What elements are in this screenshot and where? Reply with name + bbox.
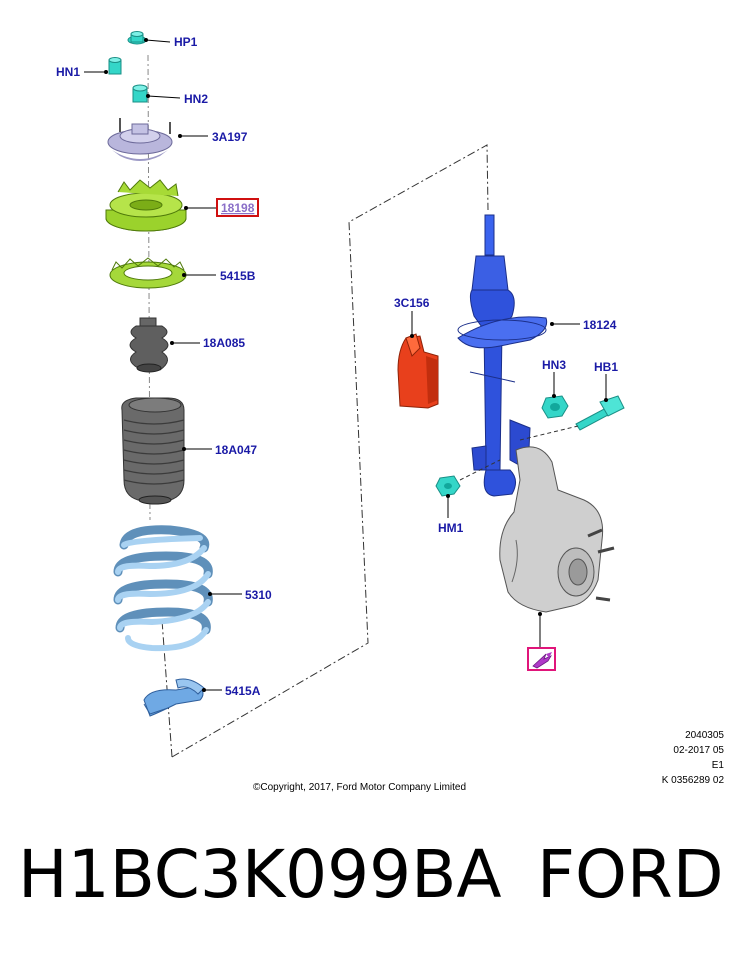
bolt-hb1[interactable] <box>519 395 625 441</box>
nut-hn3[interactable] <box>541 395 569 419</box>
top-cap-hp1[interactable] <box>127 31 147 45</box>
coil-spring-5310[interactable] <box>113 525 213 652</box>
callout-5310[interactable]: 5310 <box>245 588 272 602</box>
reference-date: 02-2017 05 <box>673 745 724 756</box>
highlight-arrow-box[interactable] <box>527 647 556 671</box>
nut-hm1[interactable] <box>435 459 501 497</box>
callout-hn2[interactable]: HN2 <box>184 92 208 106</box>
bracket-3c156[interactable] <box>397 333 439 409</box>
callout-hb1[interactable]: HB1 <box>594 360 618 374</box>
callout-18198-selected[interactable]: 18198 <box>221 201 255 215</box>
callout-hn3[interactable]: HN3 <box>542 358 566 372</box>
footer-caption: H1BC3K099BA FORD <box>0 836 734 926</box>
dust-boot-18a047[interactable] <box>121 397 185 505</box>
reference-edition: E1 <box>711 760 724 771</box>
selected-callout-box <box>216 198 259 217</box>
nut-hn2[interactable] <box>132 84 148 103</box>
part-number: H1BC3K099BA <box>18 836 502 913</box>
callout-hp1[interactable]: HP1 <box>174 35 198 49</box>
leader-lines <box>84 38 608 692</box>
spring-seat-5415b[interactable] <box>109 257 187 289</box>
callout-hn1[interactable]: HN1 <box>56 65 80 79</box>
exploded-parts-diagram: HP1 HN1 HN2 3A197 18198 5415B 18A085 18A… <box>56 31 625 758</box>
assembly-boundary-left <box>161 619 173 758</box>
lower-seat-5415a[interactable] <box>143 678 205 717</box>
nut-hn1[interactable] <box>108 57 122 75</box>
strut-18124[interactable] <box>457 214 548 497</box>
steering-knuckle[interactable] <box>499 446 615 613</box>
brand-name: FORD <box>537 836 724 913</box>
reference-number: K 0356289 02 <box>661 775 724 786</box>
drawing-reference-block: 2040305 02-2017 05 E1 K 0356289 02 <box>662 728 724 788</box>
top-mount-3a197[interactable] <box>107 118 173 161</box>
reference-code: 2040305 <box>685 730 724 741</box>
bump-stop-18a085[interactable] <box>129 317 169 373</box>
callout-3c156[interactable]: 3C156 <box>394 296 430 310</box>
assembly-boundary <box>171 144 489 758</box>
copyright-notice: ©Copyright, 2017, Ford Motor Company Lim… <box>253 782 467 793</box>
callout-5415b[interactable]: 5415B <box>220 269 256 283</box>
callout-3a197[interactable]: 3A197 <box>212 130 248 144</box>
callout-18a085[interactable]: 18A085 <box>203 336 245 350</box>
callout-18124[interactable]: 18124 <box>583 318 617 332</box>
bearing-18198[interactable] <box>105 179 187 232</box>
callout-hm1[interactable]: HM1 <box>438 521 464 535</box>
callout-18a047[interactable]: 18A047 <box>215 443 257 457</box>
callout-5415a[interactable]: 5415A <box>225 684 261 698</box>
